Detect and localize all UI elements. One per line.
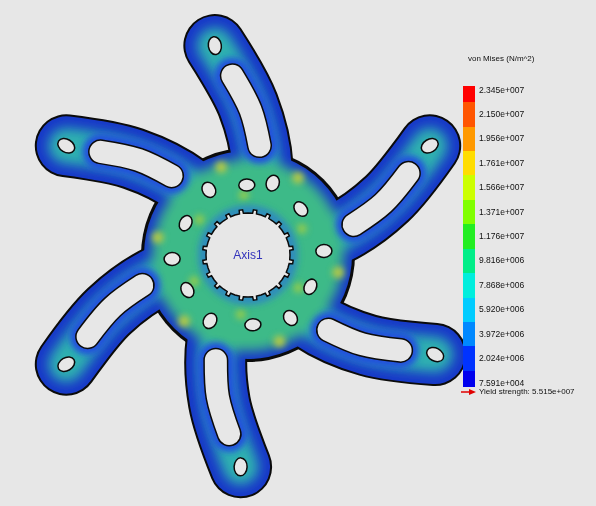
slot-outline (232, 76, 259, 146)
color-swatch (463, 249, 475, 274)
bolt-hole (316, 244, 333, 258)
bolt-hole (281, 308, 301, 329)
color-swatch (463, 175, 475, 200)
scale-value: 1.176e+007 (479, 232, 524, 241)
scale-value: 2.345e+007 (479, 86, 524, 95)
slot-halo (328, 330, 400, 350)
color-swatch (463, 322, 475, 347)
scale-value: 2.024e+006 (479, 354, 524, 363)
bolt-hole (164, 252, 181, 266)
stress-hotspot (292, 172, 304, 184)
color-swatch (463, 224, 475, 249)
bolt-hole (424, 345, 446, 365)
scale-value: 7.868e+006 (479, 281, 524, 290)
slot-outline (88, 285, 143, 336)
stress-hotspot (297, 224, 307, 234)
bolt-hole (234, 458, 248, 476)
slot-hole (328, 330, 400, 350)
axis-label: Axis1 (233, 249, 262, 261)
stress-hotspot (215, 161, 227, 173)
stress-hotspot (332, 267, 344, 279)
color-swatch (463, 127, 475, 152)
bolt-hole (239, 179, 255, 191)
bolt-hole (301, 277, 319, 297)
color-swatch (463, 346, 475, 371)
color-swatch (463, 273, 475, 298)
bolt-hole (177, 213, 195, 233)
mid-stress (66, 46, 435, 467)
slot-hole (216, 360, 229, 434)
color-swatch (463, 298, 475, 323)
slot-outline (328, 330, 400, 350)
stress-hotspot (194, 215, 204, 225)
bolt-hole (264, 173, 282, 192)
color-swatch (463, 86, 475, 103)
slot-hole (101, 152, 172, 176)
legend-title: von Mises (N/m^2) (468, 55, 534, 63)
scale-value: 1.956e+007 (479, 134, 524, 143)
color-swatch (463, 151, 475, 176)
bolt-hole (178, 280, 196, 300)
scale-value: 1.371e+007 (479, 208, 524, 217)
spline-bore (203, 210, 293, 300)
bolt-hole (55, 354, 77, 374)
bolt-hole (291, 199, 311, 219)
holes (55, 36, 446, 476)
color-swatch (463, 200, 475, 225)
slot-halo (354, 173, 409, 224)
slot-halo (101, 152, 172, 176)
bolt-hole (199, 180, 218, 200)
slot-outline (101, 152, 172, 176)
scale-value: 2.150e+007 (479, 110, 524, 119)
color-swatch (463, 371, 475, 388)
bolt-hole (200, 311, 219, 331)
stress-hotspot (236, 310, 246, 320)
hole-halo (88, 76, 409, 434)
scale-value: 1.761e+007 (479, 159, 524, 168)
slots (88, 76, 409, 434)
slot-halo (216, 360, 229, 434)
scale-value: 9.816e+006 (479, 256, 524, 265)
bolt-hole (207, 36, 223, 56)
bolt-hole (244, 318, 261, 331)
yield-arrowhead (469, 389, 476, 395)
yield-label: Yield strength: 5.515e+007 (479, 388, 575, 396)
slot-outline (354, 173, 409, 224)
color-swatch (463, 102, 475, 127)
stress-hotspot (293, 283, 303, 293)
slot-halo (232, 76, 259, 146)
slot-hole (88, 285, 143, 336)
scale-value: 1.566e+007 (479, 183, 524, 192)
bore-halo (198, 205, 298, 305)
stress-hotspot (273, 335, 285, 347)
slot-hole (354, 173, 409, 224)
bolt-hole (419, 136, 441, 156)
stress-hotspot (178, 315, 190, 327)
scale-value: 5.920e+006 (479, 305, 524, 314)
yield-arrow (461, 391, 470, 393)
scale-value: 7.591e+004 (479, 379, 524, 388)
scale-value: 3.972e+006 (479, 330, 524, 339)
stress-hotspot (152, 231, 164, 243)
slot-halo (88, 285, 143, 336)
bolt-hole (55, 136, 77, 156)
slot-outline (216, 360, 229, 434)
slot-hole (232, 76, 259, 146)
